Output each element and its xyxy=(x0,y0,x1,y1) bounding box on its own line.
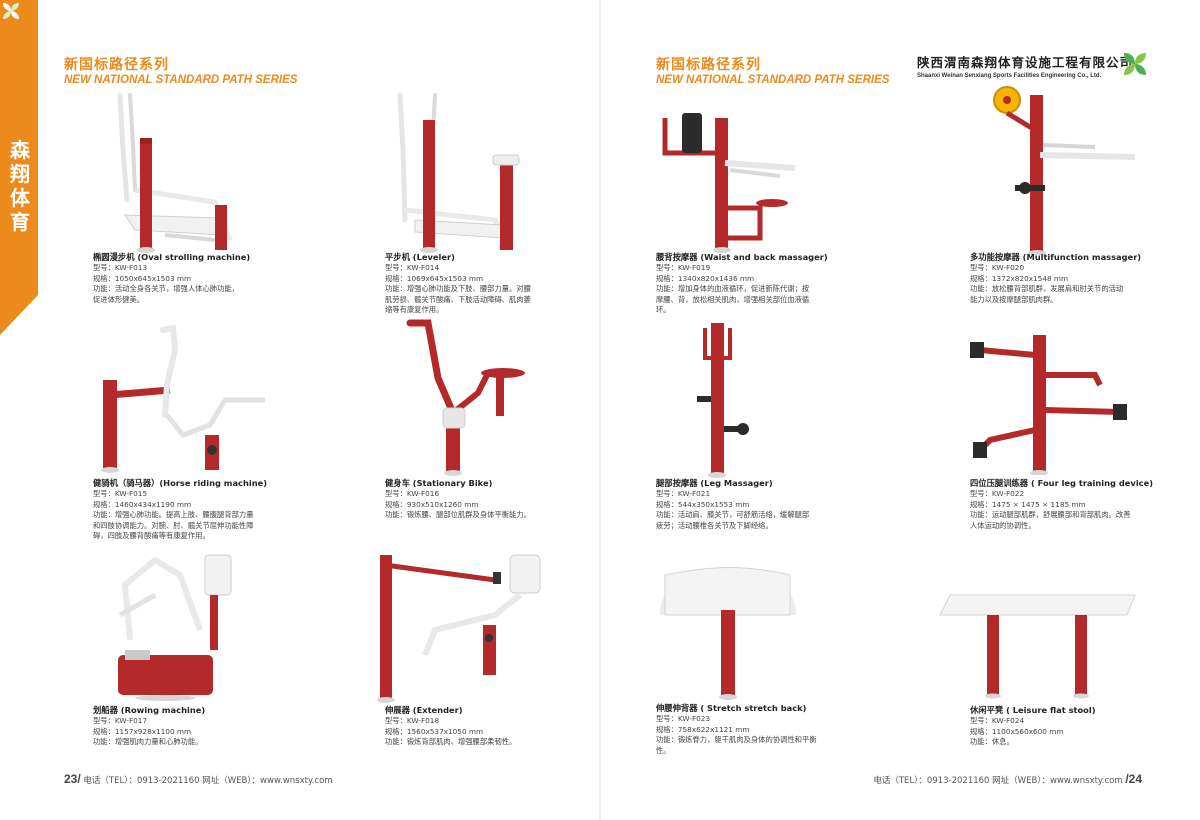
oval-strolling-machine-image xyxy=(117,92,233,253)
rowing-machine-image xyxy=(118,554,232,701)
product-function: 功能：运动腿部肌群，舒展腰部和背部肌肉。改善人体运动的协调性。 xyxy=(970,510,1131,530)
footer-contact-right: 电话（TEL）：0913-2021160 网址（WEB）：www.wnsxty.… xyxy=(873,776,1123,786)
product-card: 四位压腿训练器 ( Four leg training device) 型号：K… xyxy=(970,478,1200,531)
series-title-cn-left: 新国标路径系列 xyxy=(64,57,169,73)
product-spec: 规格：1157x928x1100 mm xyxy=(93,726,192,736)
product-spec: 规格：1069x645x1503 mm xyxy=(385,273,484,283)
product-name: 伸展器 (Extender) xyxy=(385,705,463,715)
multifunction-massager-image xyxy=(993,86,1136,255)
product-spec: 规格：1560x537x1050 mm xyxy=(385,726,484,736)
product-card: 健骑机（骑马器）(Horse riding machine) 型号：KW-F01… xyxy=(93,478,353,542)
company-logo-icon xyxy=(1124,53,1146,75)
product-name: 健身车 (Stationary Bike) xyxy=(385,478,493,488)
product-name: 腰背按摩器 (Waist and back massager) xyxy=(656,252,828,262)
product-spec: 规格：1100x560x600 mm xyxy=(970,726,1064,736)
side-tab-shape xyxy=(0,0,38,335)
footer-contact-left: 电话（TEL）：0913-2021160 网址（WEB）：www.wnsxty.… xyxy=(83,776,333,786)
page-number-right: /24 xyxy=(1125,772,1142,786)
product-card: 椭圆漫步机 (Oval strolling machine) 型号：KW-F01… xyxy=(93,252,353,305)
product-name: 休闲平凳 ( Leisure flat stool) xyxy=(970,705,1096,715)
leaf-logo-icon xyxy=(3,3,19,19)
waist-back-massager-image xyxy=(662,113,796,253)
product-function: 功能：增加身体的血液循环，促进新陈代谢；按摩腰、背，放松相关肌肉，增强相关部位血… xyxy=(656,284,810,314)
product-function: 功能：放松腰背部肌群，发展肩和肘关节的活动能力以及按摩腿部肌肉群。 xyxy=(970,284,1124,304)
product-model: 型号：KW-F024 xyxy=(970,716,1025,725)
product-function: 功能：锻炼背部肌肉、增强腰部柔韧性。 xyxy=(385,737,517,746)
product-card: 多功能按摩器 (Multifunction massager) 型号：KW-F0… xyxy=(970,252,1200,305)
product-model: 型号：KW-F013 xyxy=(93,263,148,272)
product-spec: 规格：758x622x1121 mm xyxy=(656,724,750,734)
product-function: 功能：活动肩、膝关节，可舒筋活络，缓解腿部疲劳；活动腰椎各关节及下脚经络。 xyxy=(656,510,810,530)
product-model: 型号：KW-F016 xyxy=(385,489,440,498)
product-name: 伸腰伸背器 ( Stretch stretch back) xyxy=(656,703,807,713)
product-model: 型号：KW-F022 xyxy=(970,489,1025,498)
product-function: 功能：锻炼脊力，躯干肌肉及身体的协调性和平衡性。 xyxy=(656,735,817,755)
leg-massager-image xyxy=(697,323,749,478)
stretch-back-image xyxy=(659,567,797,700)
product-card: 伸展器 (Extender) 型号：KW-F018 规格：1560x537x10… xyxy=(385,705,645,748)
product-spec: 规格：1372x820x1548 mm xyxy=(970,273,1069,283)
product-model: 型号：KW-F017 xyxy=(93,716,148,725)
product-name: 四位压腿训练器 ( Four leg training device) xyxy=(970,478,1154,488)
product-function: 功能：活动全身各关节，增强人体心肺功能，促进体形健美。 xyxy=(93,284,239,304)
product-name: 平步机 (Leveler) xyxy=(385,252,455,262)
product-model: 型号：KW-F023 xyxy=(656,714,711,723)
product-function: 功能：增强心肺功能及下肢、腰部力量。对腰肌劳损、髋关节酸痛、下肢活动障碍、肌肉萎… xyxy=(385,284,531,314)
product-name: 腿部按摩器 (Leg Massager) xyxy=(656,478,773,488)
product-card: 伸腰伸背器 ( Stretch stretch back) 型号：KW-F023… xyxy=(656,703,916,756)
product-card: 休闲平凳 ( Leisure flat stool) 型号：KW-F024 规格… xyxy=(970,705,1200,748)
product-model: 型号：KW-F020 xyxy=(970,263,1025,272)
footer-right: 电话（TEL）：0913-2021160 网址（WEB）：www.wnsxty.… xyxy=(873,772,1142,786)
product-model: 型号：KW-F014 xyxy=(385,263,440,272)
page-spine xyxy=(599,0,601,820)
series-title-en-right: NEW NATIONAL STANDARD PATH SERIES xyxy=(656,74,890,86)
stationary-bike-image xyxy=(406,319,525,476)
product-model: 型号：KW-F019 xyxy=(656,263,711,272)
product-spec: 规格：1340x820x1436 mm xyxy=(656,273,755,283)
side-tab: 森翔体育 xyxy=(0,0,38,335)
page-number-left: 23/ xyxy=(64,772,81,786)
footer-left: 23/ 电话（TEL）：0913-2021160 网址（WEB）：www.wns… xyxy=(64,772,333,786)
product-model: 型号：KW-F021 xyxy=(656,489,711,498)
product-name: 健骑机（骑马器）(Horse riding machine) xyxy=(93,478,268,488)
product-card: 健身车 (Stationary Bike) 型号：KW-F016 规格：930x… xyxy=(385,478,645,521)
product-model: 型号：KW-F018 xyxy=(385,716,440,725)
product-function: 功能：增强肌肉力量和心肺功能。 xyxy=(93,737,203,746)
series-title-cn-right: 新国标路径系列 xyxy=(656,57,761,73)
product-function: 功能：休息。 xyxy=(970,737,1014,746)
product-card: 腿部按摩器 (Leg Massager) 型号：KW-F021 规格：544x3… xyxy=(656,478,916,531)
horse-riding-machine-image xyxy=(101,325,265,473)
company-name-cn: 陕西渭南森翔体育设施工程有限公司 xyxy=(917,55,1134,70)
product-spec: 规格：930x510x1260 mm xyxy=(385,499,479,509)
product-name: 椭圆漫步机 (Oval strolling machine) xyxy=(93,252,251,262)
product-name: 划船器 (Rowing machine) xyxy=(93,705,206,715)
company-name-en: Shaanxi Weinan Senxiang Sports Facilitie… xyxy=(917,73,1102,79)
product-function: 功能：增强心肺功能。提高上肢、腰腹腿背部力量和四肢协调能力。对腕、肘、髋关节屈伸… xyxy=(93,510,254,540)
product-card: 平步机 (Leveler) 型号：KW-F014 规格：1069x645x150… xyxy=(385,252,645,316)
extender-image xyxy=(377,554,541,703)
product-spec: 规格：1050x645x1503 mm xyxy=(93,273,192,283)
product-card: 腰背按摩器 (Waist and back massager) 型号：KW-F0… xyxy=(656,252,916,316)
product-name: 多功能按摩器 (Multifunction massager) xyxy=(970,252,1142,262)
brand-vertical-text: 森翔体育 xyxy=(10,138,30,234)
series-title-en-left: NEW NATIONAL STANDARD PATH SERIES xyxy=(64,74,298,86)
leisure-flat-stool-image xyxy=(939,594,1136,699)
product-spec: 规格：544x350x1553 mm xyxy=(656,499,750,509)
four-leg-training-device-image xyxy=(970,335,1127,475)
product-function: 功能：锻炼腰、腿部位肌群及身体平衡能力。 xyxy=(385,510,531,519)
company-block: 陕西渭南森翔体育设施工程有限公司 Shaanxi Weinan Senxiang… xyxy=(917,52,1134,79)
product-spec: 规格：1475 × 1475 × 1185 mm xyxy=(970,499,1086,509)
product-card: 划船器 (Rowing machine) 型号：KW-F017 规格：1157x… xyxy=(93,705,353,748)
product-spec: 规格：1460x434x1190 mm xyxy=(93,499,192,509)
product-model: 型号：KW-F015 xyxy=(93,489,148,498)
leveler-image xyxy=(397,92,520,253)
